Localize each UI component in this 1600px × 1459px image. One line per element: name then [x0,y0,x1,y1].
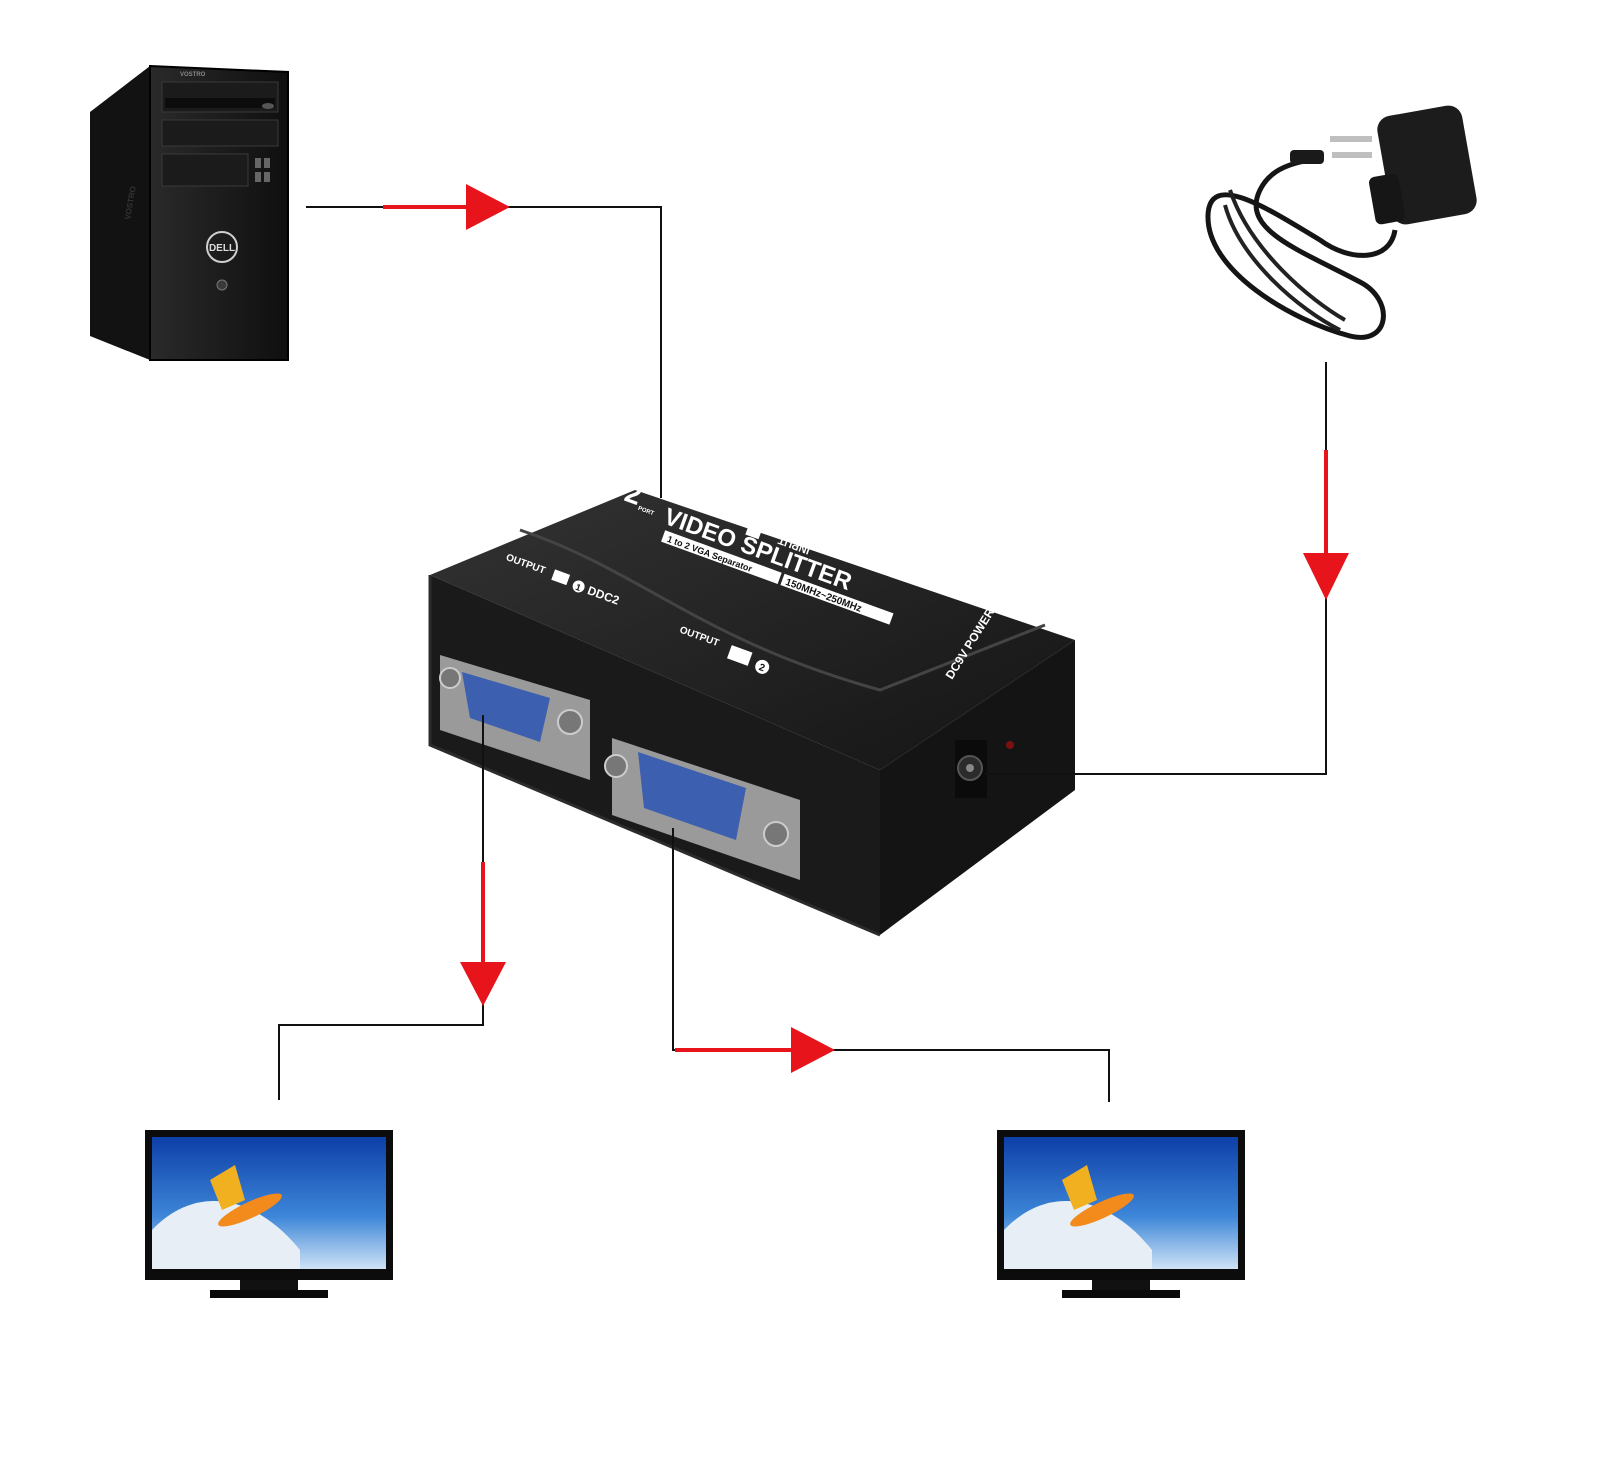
dell-logo: DELL [206,231,238,263]
connection-pc-to-splitter [306,184,662,498]
svg-text:1: 1 [574,582,582,593]
snowboarder-figure [210,1165,245,1210]
plug-prong [1330,136,1372,142]
usb-port-icon [255,158,261,168]
power-adapter [1205,105,1477,340]
power-led-icon [1006,741,1014,749]
vga-output-port-1 [439,655,590,780]
monitor-stand [210,1290,328,1298]
arrow-right-icon [466,184,510,230]
svg-text:VOSTRO: VOSTRO [180,72,206,78]
connection-adapter-to-splitter [985,362,1349,775]
arrow-right-icon [791,1027,835,1073]
arrow-down-icon [460,962,506,1006]
svg-text:2: 2 [757,662,766,674]
snowboarder-figure [1062,1165,1097,1210]
vga-splitter-device: 2 PORT VIDEO SPLITTER 1 to 2 VGA Separat… [428,477,1075,937]
pc-tower: DELL VOSTRO VOSTRO [90,64,289,361]
vga-output-port-2 [604,738,800,880]
monitor-icon [727,645,753,666]
connection-splitter-to-monitor-left [278,715,506,1100]
monitor-stand [1062,1290,1180,1298]
usb-port-icon [264,158,270,168]
monitor-right [997,1130,1245,1298]
svg-text:DELL: DELL [209,243,235,254]
plug-prong [1332,152,1372,158]
dc-power-jack [955,740,1014,798]
monitor-left [145,1130,393,1298]
monitor-icon [745,523,763,540]
connection-splitter-to-monitor-right [672,828,1110,1102]
power-button-icon [216,279,228,291]
monitor-icon [551,569,571,586]
arrow-down-icon [1303,553,1349,600]
svg-text:PORT: PORT [637,506,655,517]
